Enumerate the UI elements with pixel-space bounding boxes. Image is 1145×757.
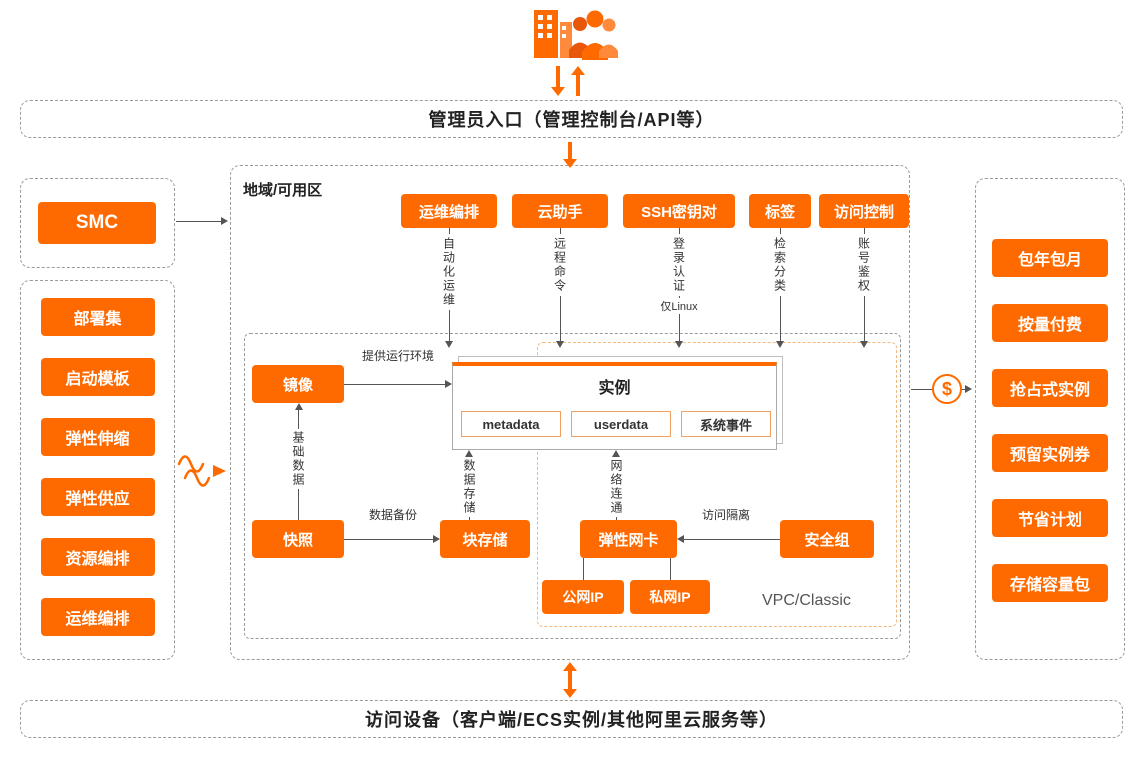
arrow-down-icon [556, 341, 564, 348]
service-ram-access-control: 访问控制 账号鉴权 [819, 194, 909, 348]
disk-to-instance-arrow [465, 450, 473, 457]
admin-entry-banner-text: 管理员入口（管理控制台/API等） [428, 110, 715, 130]
node-auto-scaling: 弹性伸缩 [40, 418, 155, 456]
service-ram-access-control-node: 访问控制 [819, 194, 909, 228]
label-data-backup: 数据备份 [348, 506, 438, 523]
region-to-billing-arrow [965, 385, 972, 393]
instance-item-metadata: metadata [461, 411, 561, 437]
node-snapshot: 快照 [252, 520, 344, 558]
label-access-isolation: 访问隔离 [681, 506, 771, 523]
image-to-instance-line [344, 384, 446, 385]
node-private-ip: 私网IP [630, 580, 710, 614]
access-devices-banner-text: 访问设备（客户端/ECS实例/其他阿里云服务等） [364, 710, 778, 730]
vpc-classic-box [537, 342, 897, 627]
node-deployment-set: 部署集 [40, 298, 155, 336]
instance-box: 实例 metadata userdata 系统事件 [452, 362, 777, 450]
service-ops-orchestration-note: 自动化运维 [401, 228, 497, 348]
instance-title: 实例 [598, 380, 631, 397]
dollar-icon: $ [932, 374, 962, 404]
vpc-classic-label: VPC/Classic [762, 592, 851, 609]
region-to-devices-up-arrow [563, 662, 577, 671]
region-to-devices-line [568, 670, 572, 690]
dollar-sign: $ [941, 378, 952, 399]
snapshot-to-disk-line [344, 539, 434, 540]
admin-down-arrow-head [551, 87, 565, 96]
note-text: 登录认证 [669, 234, 689, 296]
snapshot-to-image-arrow [295, 403, 303, 410]
sg-to-eni-line [684, 539, 780, 540]
node-elastic-provisioning: 弹性供应 [40, 478, 155, 516]
admin-up-arrow-line [576, 75, 580, 96]
note-text: 账号鉴权 [854, 234, 874, 296]
service-tags-note: 检索分类 [749, 228, 811, 348]
node-ops-orchestration: 运维编排 [40, 598, 155, 636]
service-ssh-keypair-note: 登录认证 仅Linux [623, 228, 735, 348]
note-subtext: 仅Linux [660, 298, 698, 314]
instance-item-userdata: userdata [571, 411, 671, 437]
label-base-data: 基础数据 [290, 429, 307, 489]
arrow-down-icon [675, 341, 683, 348]
admin-users-icon [534, 10, 618, 60]
billing-panel: 包年包月 按量付费 抢占式实例 预留实例券 节省计划 存储容量包 [975, 178, 1125, 660]
node-eni: 弹性网卡 [580, 520, 677, 558]
arrow-down-icon [776, 341, 784, 348]
admin-up-arrow-head [571, 66, 585, 75]
arrow-down-icon [860, 341, 868, 348]
label-network-connect: 网络连通 [608, 457, 625, 517]
service-ssh-keypair: SSH密钥对 登录认证 仅Linux [623, 194, 735, 348]
node-subscription: 包年包月 [992, 239, 1108, 277]
node-launch-template: 启动模板 [40, 358, 155, 396]
region-to-devices-down-arrow [563, 689, 577, 698]
node-reserved-instance: 预留实例券 [992, 434, 1108, 472]
note-text: 检索分类 [770, 234, 790, 296]
access-devices-banner: 访问设备（客户端/ECS实例/其他阿里云服务等） [20, 700, 1123, 738]
node-preemptible-instance: 抢占式实例 [992, 369, 1108, 407]
service-cloud-assistant: 云助手 远程命令 [512, 194, 608, 348]
service-tags: 标签 检索分类 [749, 194, 811, 348]
service-ram-access-control-note: 账号鉴权 [819, 228, 909, 348]
node-resource-orchestration: 资源编排 [40, 538, 155, 576]
arrow-down-icon [445, 341, 453, 348]
image-to-instance-arrow [445, 380, 452, 388]
node-security-group: 安全组 [780, 520, 874, 558]
smc-to-region-arrow [221, 217, 228, 225]
service-cloud-assistant-node: 云助手 [512, 194, 608, 228]
compute-inner-box: VPC/Classic 镜像 提供运行环境 实例 metadata userda… [244, 333, 901, 639]
node-pay-as-you-go: 按量付费 [992, 304, 1108, 342]
node-public-ip: 公网IP [542, 580, 624, 614]
eni-to-public-ip-line [583, 558, 584, 580]
admin-down-arrow-line [556, 66, 560, 87]
note-text: 远程命令 [550, 234, 570, 296]
service-tags-node: 标签 [749, 194, 811, 228]
smc-to-region-line [176, 221, 222, 222]
tools-to-region-wavy-arrow [177, 455, 226, 487]
left-tools-panel: 部署集 启动模板 弹性伸缩 弹性供应 资源编排 运维编排 [20, 280, 175, 660]
banner-to-region-arrow-line [568, 142, 572, 159]
admin-entry-banner: 管理员入口（管理控制台/API等） [20, 100, 1123, 138]
sg-to-eni-arrow [677, 535, 684, 543]
service-cloud-assistant-note: 远程命令 [512, 228, 608, 348]
node-image: 镜像 [252, 365, 344, 403]
note-text: 自动化运维 [439, 234, 459, 310]
label-data-storage: 数据存储 [461, 457, 478, 517]
label-provide-runtime: 提供运行环境 [344, 347, 452, 364]
node-savings-plan: 节省计划 [992, 499, 1108, 537]
service-ops-orchestration: 运维编排 自动化运维 [401, 194, 497, 348]
service-ops-orchestration-node: 运维编排 [401, 194, 497, 228]
instance-item-system-events: 系统事件 [681, 411, 771, 437]
region-zone-label: 地域/可用区 [243, 182, 323, 199]
smc-node: SMC [38, 202, 156, 244]
node-block-storage: 块存储 [440, 520, 530, 558]
banner-to-region-arrow-head [563, 159, 577, 168]
eni-to-instance-arrow [612, 450, 620, 457]
snapshot-to-disk-arrow [433, 535, 440, 543]
node-storage-capacity-unit: 存储容量包 [992, 564, 1108, 602]
eni-to-private-ip-line [670, 558, 671, 580]
service-ssh-keypair-node: SSH密钥对 [623, 194, 735, 228]
region-zone-box: 地域/可用区 运维编排 自动化运维 云助手 远程命令 SSH密钥对 登录认证 [230, 165, 910, 660]
